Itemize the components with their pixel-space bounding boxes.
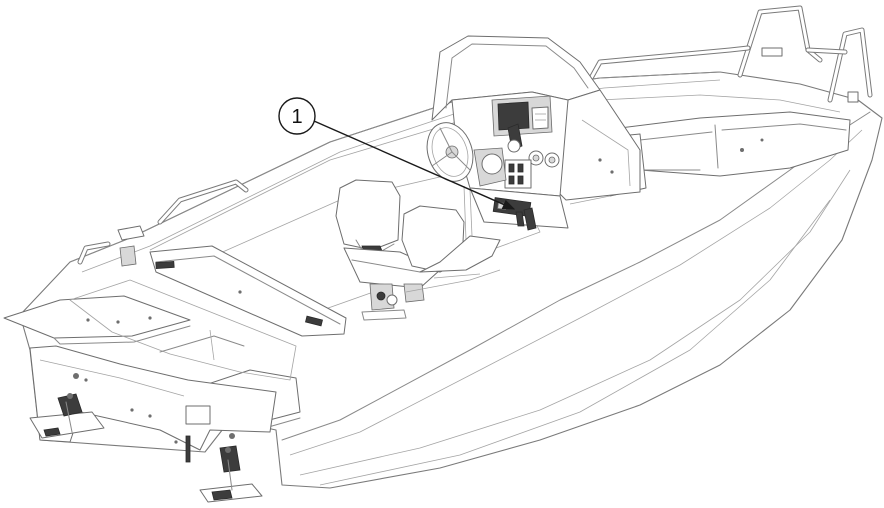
- bow-rails: [587, 5, 873, 103]
- callout-1: 1: [278, 97, 516, 210]
- callout-label: 1: [291, 106, 302, 128]
- trim-tabs: [29, 393, 263, 503]
- stern: [3, 179, 347, 463]
- callout-leader-line: [313, 120, 516, 210]
- callout-circle: [278, 97, 316, 135]
- center-console: [426, 35, 641, 241]
- helm-seats: [335, 179, 501, 321]
